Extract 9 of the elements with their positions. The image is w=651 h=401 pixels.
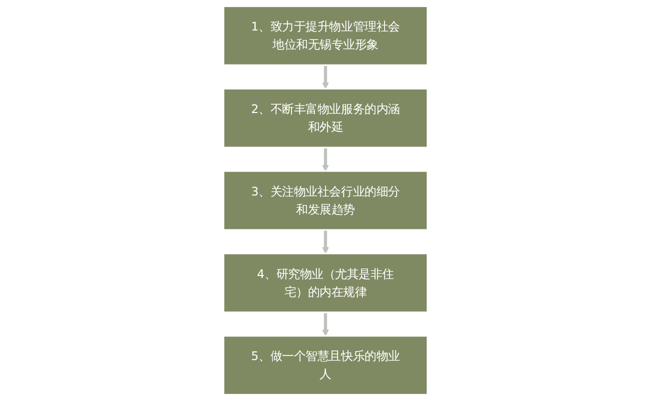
arrow [322, 148, 329, 172]
arrow [322, 230, 329, 254]
node-box: 5、做一个智慧且快乐的物业人 [222, 335, 428, 396]
node-box: 4、研究物业（尤其是非住宅）的内在规律 [222, 252, 428, 314]
arrow [322, 312, 329, 336]
node-box: 1、致力于提升物业管理社会地位和无锡专业形象 [222, 6, 428, 66]
arrow [322, 65, 329, 89]
node-box: 3、关注物业社会行业的细分和发展趋势 [222, 170, 428, 231]
node-box: 2、不断丰富物业服务的内涵和外延 [222, 88, 428, 148]
